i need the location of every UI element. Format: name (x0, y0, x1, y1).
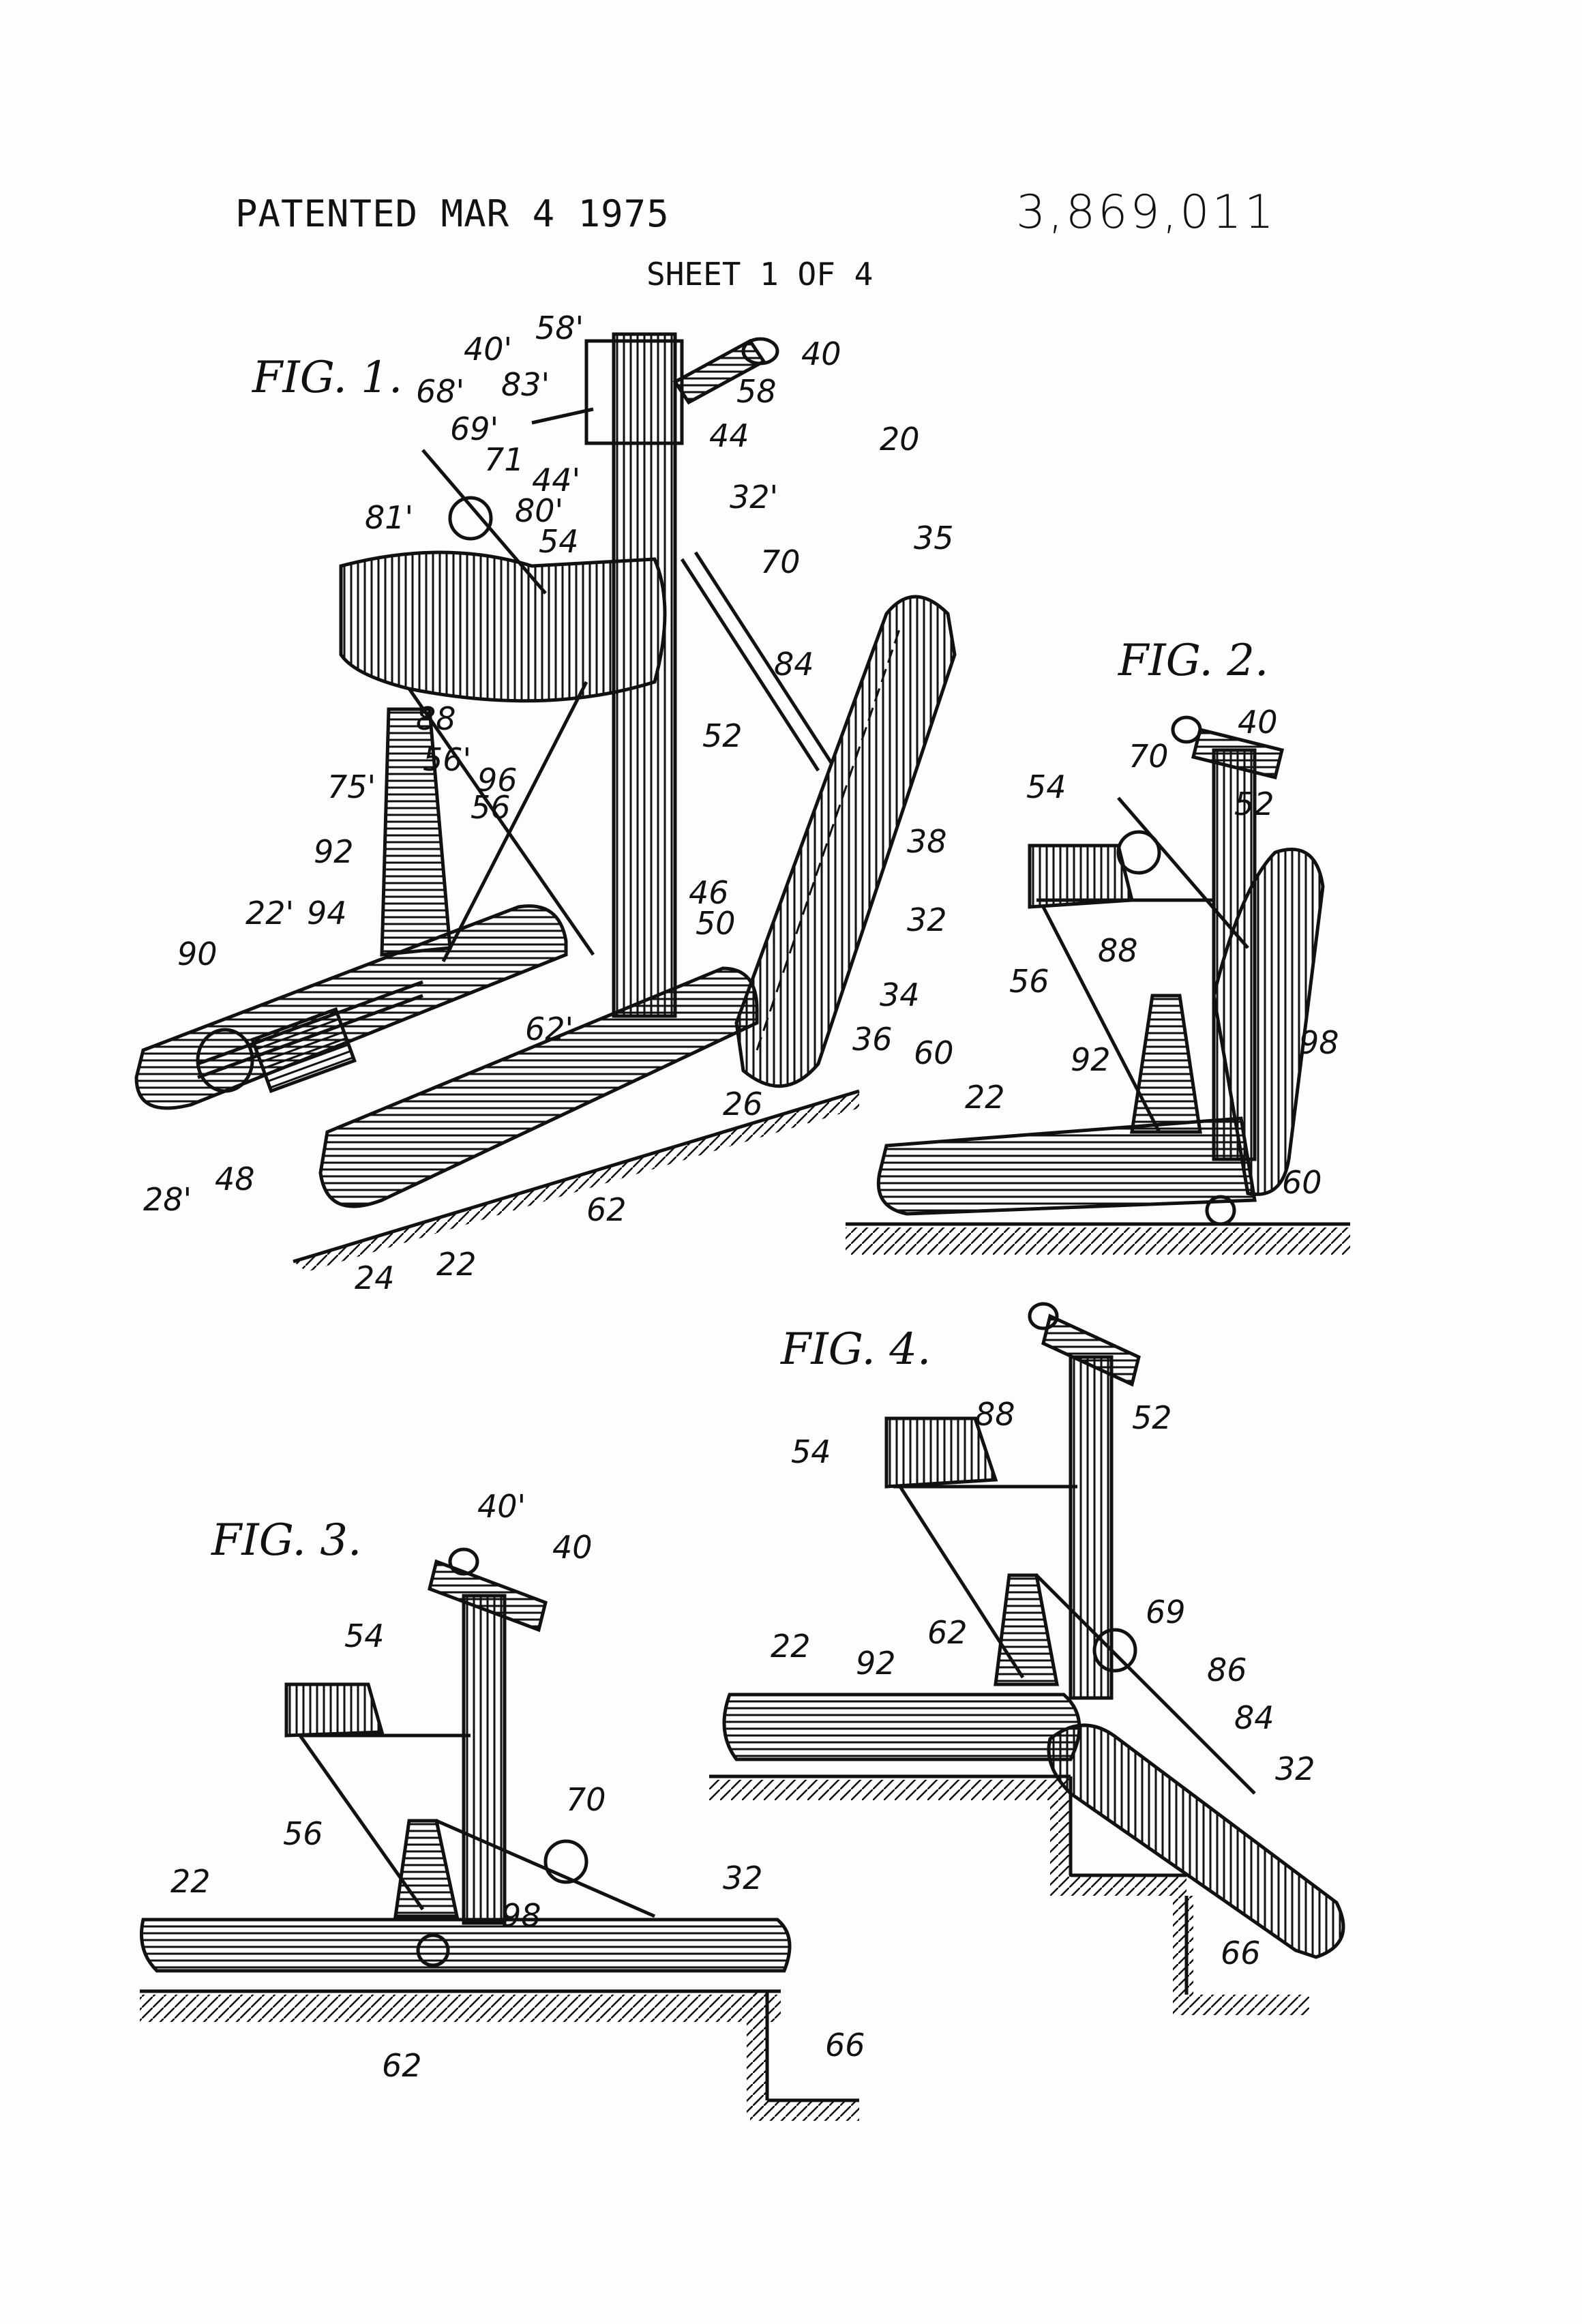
label-88: 88 (1098, 932, 1138, 969)
label-54: 54 (344, 1618, 385, 1654)
label-44: 44 (709, 417, 749, 454)
label-94: 94 (307, 895, 347, 932)
label-22: 22 (436, 1246, 477, 1283)
label-54: 54 (1026, 769, 1066, 805)
label-92: 92 (314, 833, 354, 870)
label-66: 66 (1221, 1935, 1261, 1971)
label-60: 60 (914, 1034, 954, 1071)
label-62: 62 (586, 1191, 627, 1228)
label-88: 88 (975, 1396, 1015, 1433)
label-36: 36 (852, 1021, 893, 1058)
fig3-title: FIG. 3. (211, 1515, 361, 1566)
label-50: 50 (696, 905, 736, 942)
label-32: 32 (723, 1860, 763, 1896)
fig4-title: FIG. 4. (780, 1324, 931, 1375)
label-32: 32 (907, 902, 947, 938)
label-54: 54 (791, 1433, 831, 1470)
label-98: 98 (1299, 1024, 1339, 1061)
label-24: 24 (355, 1260, 395, 1296)
label-52: 52 (702, 717, 743, 754)
label-71: 71 (484, 441, 524, 478)
label-34: 34 (880, 977, 920, 1013)
label-40p: 40' (464, 331, 512, 368)
label-40p: 40' (477, 1488, 526, 1525)
label-84: 84 (774, 646, 814, 683)
label-26: 26 (723, 1086, 763, 1122)
label-81p: 81' (365, 499, 413, 536)
label-58: 58 (736, 373, 777, 410)
label-22: 22 (965, 1079, 1005, 1116)
label-22p: 22' (245, 895, 294, 932)
label-56: 56 (283, 1815, 323, 1852)
label-58p: 58' (535, 310, 584, 346)
label-48: 48 (215, 1161, 255, 1197)
label-69: 69 (1146, 1594, 1186, 1630)
label-22: 22 (170, 1863, 211, 1900)
label-90: 90 (177, 936, 218, 972)
label-28p: 28' (143, 1181, 192, 1218)
fig3-track (142, 1920, 790, 1971)
label-38: 38 (907, 823, 947, 860)
label-70: 70 (1129, 738, 1169, 775)
figure-3: FIG. 3. (140, 1515, 859, 2121)
label-32: 32 (1275, 1751, 1315, 1787)
label-75p: 75' (327, 769, 376, 805)
label-32p: 32' (730, 479, 778, 516)
label-40: 40 (1238, 704, 1278, 741)
fig2-seat (1030, 846, 1132, 907)
label-62: 62 (382, 2047, 422, 2084)
label-60: 60 (1282, 1164, 1322, 1201)
label-40: 40 (552, 1529, 593, 1566)
label-98: 98 (501, 1897, 541, 1934)
fig2-title: FIG. 2. (1118, 636, 1268, 686)
label-62: 62 (927, 1614, 968, 1651)
label-52: 52 (1132, 1399, 1172, 1436)
label-66: 66 (825, 2027, 865, 2064)
label-86: 86 (1207, 1652, 1247, 1688)
label-88: 88 (416, 700, 456, 737)
fig4-track (724, 1695, 1079, 1759)
seat-54 (341, 552, 665, 701)
label-54: 54 (539, 523, 579, 560)
label-83p: 83' (501, 366, 550, 403)
label-35: 35 (914, 520, 954, 556)
label-92: 92 (1071, 1041, 1111, 1078)
label-20: 20 (880, 421, 920, 458)
fig1-title: FIG. 1. (252, 353, 402, 403)
label-56: 56 (1009, 963, 1049, 1000)
label-56p: 56' (423, 741, 471, 778)
label-62p: 62' (525, 1011, 573, 1047)
label-40: 40 (801, 336, 841, 372)
label-92: 92 (856, 1645, 896, 1682)
label-84: 84 (1234, 1699, 1274, 1736)
label-56: 56 (471, 789, 511, 826)
fig3-seat (286, 1684, 382, 1735)
label-52: 52 (1234, 786, 1274, 822)
label-70: 70 (760, 543, 801, 580)
label-68p: 68' (416, 373, 464, 410)
label-22: 22 (771, 1628, 811, 1665)
label-70: 70 (566, 1781, 606, 1818)
